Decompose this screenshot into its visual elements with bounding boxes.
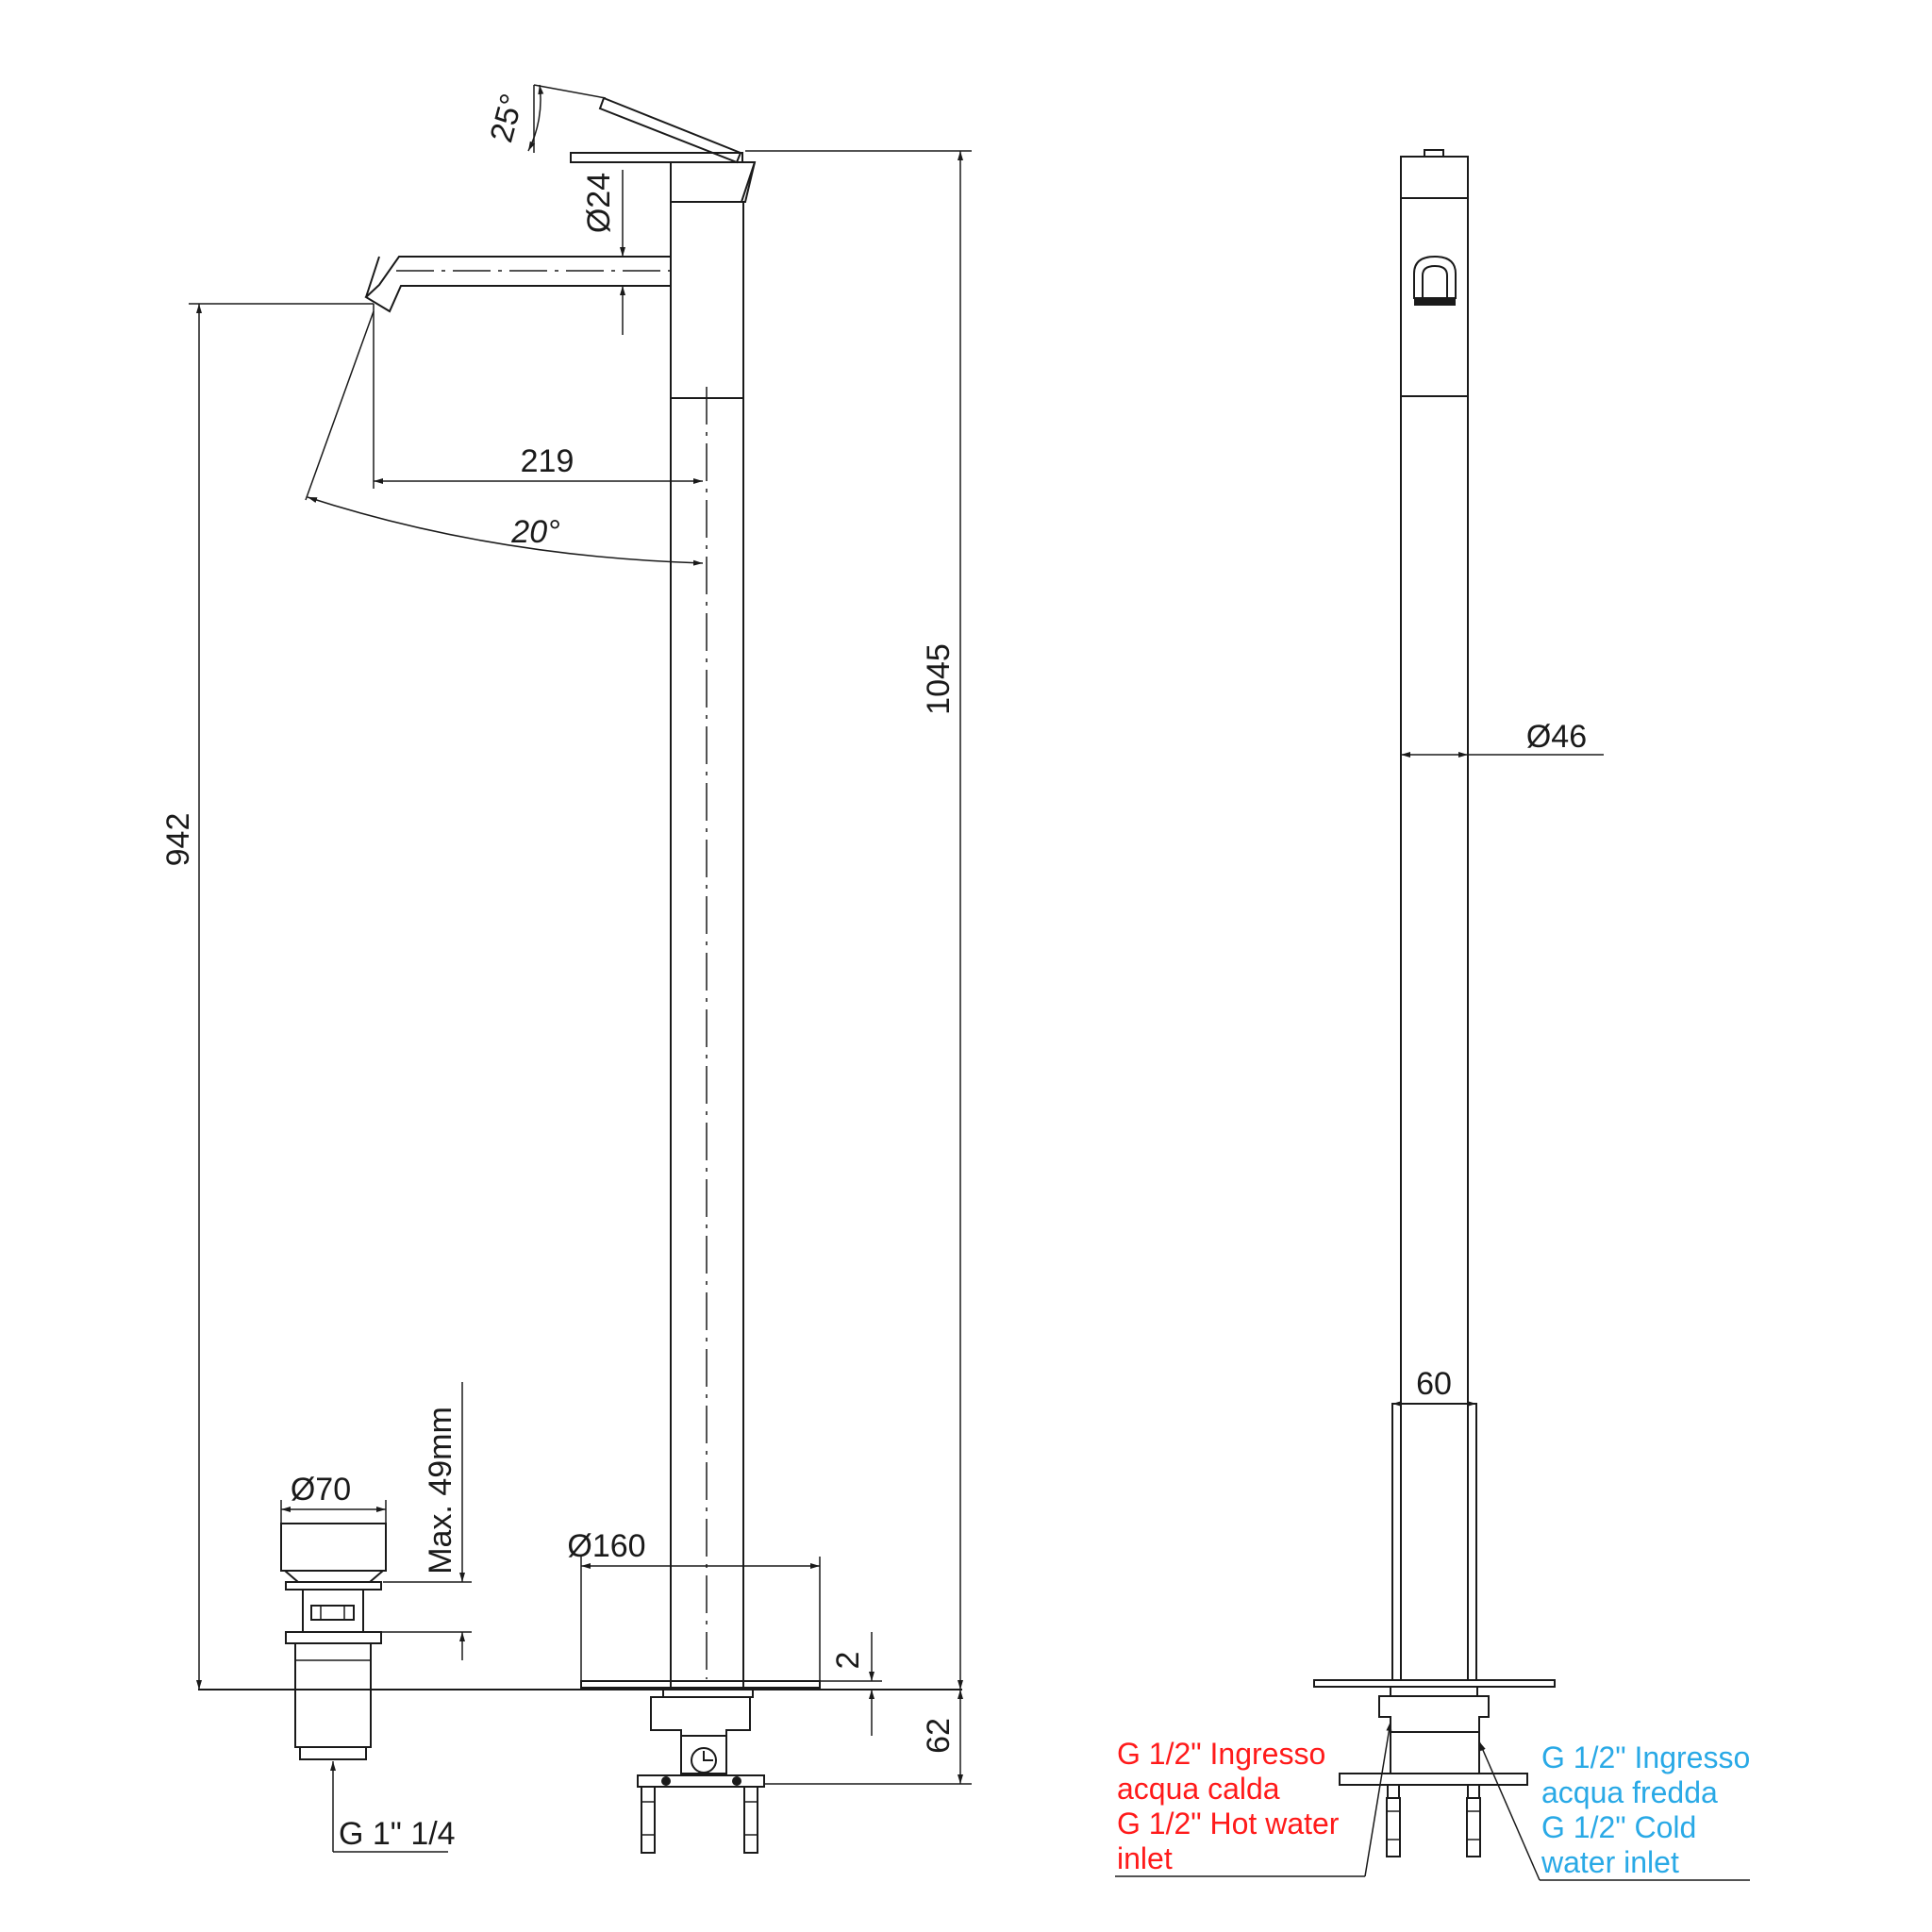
waste-locknut [285,1631,382,1644]
waste-diameter-label: Ø70 [291,1472,351,1507]
front-stud-nut-right [1467,1784,1480,1799]
spout-height-label: 942 [160,813,196,867]
lever-closed [570,152,743,163]
dim-spout-height: 942 [160,303,374,1690]
dim-swivel-angle: 20° [305,310,704,566]
dim-under-mount: 62 [764,1690,972,1785]
dim-overall-height: 1045 [745,150,972,1690]
dim-body-diameter: Ø46 [1401,719,1604,758]
under-mount-label: 62 [921,1718,957,1754]
dim-base-width: 60 [1391,1366,1476,1410]
hot-inlet-line-4: inlet [1117,1841,1173,1875]
flex-hose-right [743,1786,758,1854]
aerator-tip [1414,298,1456,306]
spout-tip [365,256,380,298]
cold-inlet-line-3: G 1/2" Cold [1541,1810,1696,1844]
waste-max-label: Max. 49mm [423,1407,458,1574]
flex-hose-left [641,1786,656,1854]
waste-flange [285,1581,382,1591]
aerator-outline [1413,255,1457,299]
deck-plate [580,1680,821,1689]
dim-waste-thread: G 1" 1/4 [330,1761,456,1853]
mounting-washer [637,1774,765,1788]
waste-nut [310,1605,355,1621]
waste-outlet [299,1746,367,1760]
front-deck-plate [1313,1679,1556,1688]
dim-spout-reach: 219 [373,304,703,489]
lever-housing [670,161,757,203]
swivel-angle-label: 20° [510,514,559,550]
lever-edge [741,161,756,203]
cold-inlet-line-4: water inlet [1541,1845,1679,1879]
spout [364,256,671,313]
waste-thread-label: G 1" 1/4 [339,1816,456,1852]
cold-inlet-line-2: acqua fredda [1541,1775,1718,1809]
lever-angle-label: 25° [483,90,530,146]
hot-inlet-line-3: G 1/2" Hot water [1117,1807,1340,1840]
front-base [1391,1403,1477,1681]
front-hose-right [1466,1797,1481,1857]
aerator-inner [1422,264,1448,298]
dim-lever-angle: 25° [483,84,607,153]
front-mounting-block [1378,1695,1490,1774]
dim-plate-thickness: 2 [820,1632,882,1736]
plate-thickness-label: 2 [830,1652,866,1670]
front-top-button [1424,149,1444,158]
spout-diameter-label: Ø24 [581,173,617,233]
stud-nut-right [732,1776,741,1786]
clamp-screw [691,1747,717,1774]
dim-spout-diameter: Ø24 [581,170,625,335]
waste-drain [280,1523,387,1760]
front-flange [1390,1686,1478,1697]
front-stud-nut-left [1387,1784,1400,1799]
front-washer [1339,1773,1528,1786]
base-width-label: 60 [1416,1366,1452,1402]
overall-height-label: 1045 [921,643,957,715]
body-diameter-label: Ø46 [1526,719,1587,755]
hot-inlet-callout: G 1/2" Ingresso acqua calda G 1/2" Hot w… [1115,1721,1392,1877]
lever-raised [598,96,742,164]
cold-inlet-callout: G 1/2" Ingresso acqua fredda G 1/2" Cold… [1478,1740,1750,1881]
front-hose-left [1386,1797,1401,1857]
spout-reach-label: 219 [521,443,575,479]
dim-waste-diameter: Ø70 [280,1472,387,1524]
plate-diameter-label: Ø160 [567,1528,645,1564]
front-view [1313,149,1556,1857]
waste-cap [280,1523,387,1572]
waste-cap-base [282,1570,386,1583]
hot-inlet-line-2: acqua calda [1117,1772,1280,1806]
hot-inlet-line-1: G 1/2" Ingresso [1117,1737,1325,1771]
clamp-screw-slot [703,1751,713,1761]
front-body [1400,156,1469,1681]
waste-body [294,1642,372,1748]
stud-nut-left [661,1776,671,1786]
dim-plate-diameter: Ø160 [567,1528,821,1681]
dim-waste-max: Max. 49mm [381,1382,472,1660]
side-view [198,96,962,1854]
cold-inlet-line-1: G 1/2" Ingresso [1541,1740,1750,1774]
